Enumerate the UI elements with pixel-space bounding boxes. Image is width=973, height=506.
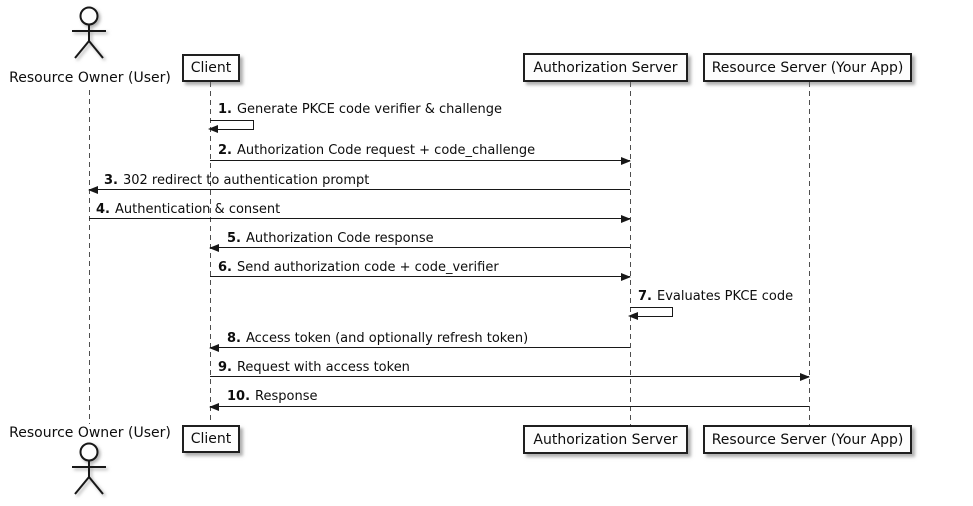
message-7-self-arrow: [628, 307, 673, 320]
actor-label-top: Resource Owner (User): [9, 70, 171, 86]
lifeline-authorization-server: [630, 82, 631, 425]
arrowhead-right-icon: [621, 272, 631, 281]
message-5-label: 5.Authorization Code response: [227, 231, 434, 246]
arrowhead-right-icon: [621, 156, 631, 165]
message-7-label: 7.Evaluates PKCE code: [638, 289, 794, 304]
lifeline-resource-server: [809, 82, 810, 425]
message-8-arrow: [209, 343, 630, 352]
participant-authorization-server-bottom: Authorization Server: [523, 425, 688, 454]
participant-authorization-server-top: Authorization Server: [523, 53, 688, 82]
message-2-arrow: [210, 156, 631, 165]
arrowhead-left-icon: [209, 243, 219, 252]
message-9-arrow: [210, 372, 810, 381]
participant-client-bottom: Client: [182, 425, 240, 453]
message-1-label: 1.Generate PKCE code verifier & challeng…: [218, 102, 503, 117]
message-8-label: 8.Access token (and optionally refresh t…: [227, 331, 529, 346]
arrowhead-left-icon: [88, 185, 98, 194]
arrowhead-left-icon: [209, 402, 219, 411]
participant-resource-server-bottom: Resource Server (Your App): [703, 425, 912, 454]
message-5-arrow: [209, 243, 630, 252]
stick-figure-icon: [72, 6, 106, 59]
message-3-label: 3.302 redirect to authentication prompt: [104, 173, 370, 188]
stick-figure-icon: [72, 442, 106, 495]
message-2-label: 2.Authorization Code request + code_chal…: [218, 143, 536, 158]
message-4-label: 4.Authentication & consent: [96, 202, 281, 217]
arrowhead-left-icon: [208, 125, 218, 133]
message-1-self-arrow: [208, 120, 254, 133]
message-4-arrow: [89, 214, 631, 223]
message-6-label: 6.Send authorization code + code_verifie…: [218, 260, 499, 275]
participant-client-top: Client: [182, 54, 240, 82]
message-10-label: 10.Response: [227, 389, 318, 404]
message-6-arrow: [210, 272, 631, 281]
message-3-arrow: [88, 185, 630, 194]
participant-resource-server-top: Resource Server (Your App): [703, 53, 912, 82]
arrowhead-right-icon: [621, 214, 631, 223]
lifeline-resource-owner: [89, 90, 90, 424]
actor-label-bottom: Resource Owner (User): [9, 425, 171, 441]
arrowhead-right-icon: [800, 372, 810, 381]
arrowhead-left-icon: [209, 343, 219, 352]
arrowhead-left-icon: [628, 312, 638, 320]
message-10-arrow: [209, 402, 809, 411]
lifeline-client: [210, 82, 211, 424]
message-9-label: 9.Request with access token: [218, 360, 410, 375]
